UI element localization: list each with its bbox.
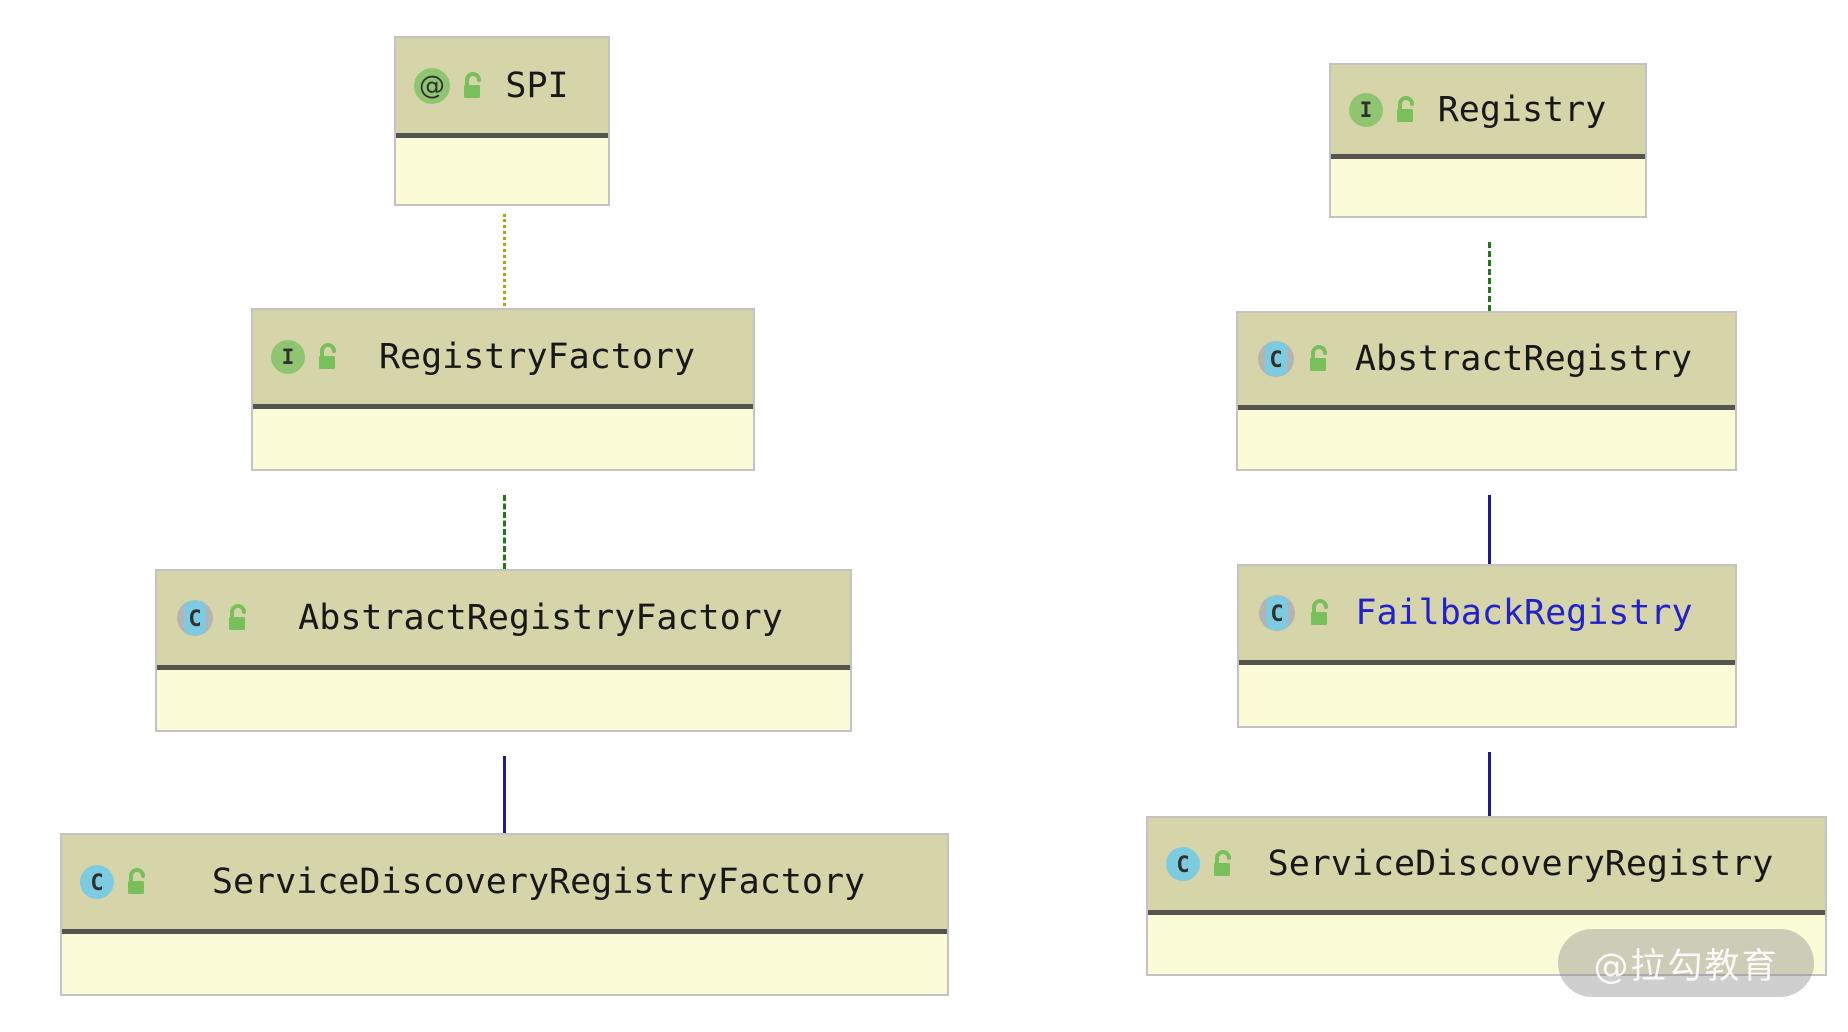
stereotype-icons: C xyxy=(173,598,253,638)
stereotype-icons: C xyxy=(1254,339,1334,379)
class-icon: C xyxy=(80,865,114,899)
class-box-abstract-registry[interactable]: C AbstractRegistry xyxy=(1236,311,1737,471)
class-name-label: RegistryFactory xyxy=(378,337,696,377)
class-box-members xyxy=(396,138,608,199)
annotation-icon: @ xyxy=(414,67,450,104)
stereotype-icons: I xyxy=(1347,91,1421,129)
class-box-members xyxy=(1331,159,1645,211)
class-box-header: C AbstractRegistryFactory xyxy=(157,571,850,670)
class-box-registry-factory[interactable]: I RegistryFactory xyxy=(251,308,755,471)
abstract-class-icon: C xyxy=(177,600,213,636)
unlocked-public-icon xyxy=(1311,599,1328,625)
interface-icon: I xyxy=(1349,92,1383,127)
class-box-header: @ SPI xyxy=(396,38,608,138)
connector-line xyxy=(503,495,506,569)
stereotype-icons: @ xyxy=(412,66,488,106)
svg-text:I: I xyxy=(282,345,295,369)
connector-line xyxy=(1488,752,1491,816)
class-box-abstract-registry-factory[interactable]: C AbstractRegistryFactory xyxy=(155,569,852,732)
abstract-class-icon: C xyxy=(1259,595,1295,631)
unlocked-public-icon xyxy=(1397,95,1414,122)
svg-text:C: C xyxy=(90,871,103,896)
svg-text:I: I xyxy=(1360,98,1373,122)
stereotype-icons: I xyxy=(269,338,343,376)
unlocked-public-icon xyxy=(128,868,145,894)
class-box-registry[interactable]: I Registry xyxy=(1329,63,1647,218)
class-name-label: AbstractRegistryFactory xyxy=(298,598,783,638)
connector-line xyxy=(1488,242,1491,311)
class-box-members xyxy=(1238,410,1735,464)
class-name-label: ServiceDiscoveryRegistryFactory xyxy=(211,862,866,902)
class-box-header: I Registry xyxy=(1331,65,1645,159)
stereotype-icons: C xyxy=(1255,593,1335,633)
class-box-service-discovery-registry-factory[interactable]: C ServiceDiscoveryRegistryFactory xyxy=(60,833,949,996)
unlocked-public-icon xyxy=(1214,850,1231,876)
class-box-failback-registry[interactable]: C FailbackRegistry xyxy=(1237,564,1737,728)
class-box-members xyxy=(1148,915,1825,969)
unlocked-public-icon xyxy=(229,604,246,630)
stereotype-icons: C xyxy=(1164,845,1238,883)
class-box-header: C ServiceDiscoveryRegistry xyxy=(1148,818,1825,915)
class-box-header: I RegistryFactory xyxy=(253,310,753,409)
stereotype-icons: C xyxy=(78,863,152,901)
svg-text:C: C xyxy=(1270,602,1283,627)
unlocked-public-icon xyxy=(319,343,336,369)
class-box-header: C AbstractRegistry xyxy=(1238,313,1735,410)
class-box-members xyxy=(253,409,753,464)
svg-text:C: C xyxy=(1176,853,1189,878)
interface-icon: I xyxy=(271,340,305,374)
class-name-label: FailbackRegistry xyxy=(1355,593,1693,633)
unlocked-public-icon xyxy=(1310,345,1327,371)
class-name-label: SPI xyxy=(505,65,569,106)
class-box-service-discovery-registry[interactable]: C ServiceDiscoveryRegistry xyxy=(1146,816,1827,976)
class-box-header: C FailbackRegistry xyxy=(1239,566,1735,665)
class-box-members xyxy=(157,670,850,725)
abstract-class-icon: C xyxy=(1258,341,1294,377)
svg-text:@: @ xyxy=(419,71,445,101)
class-box-members xyxy=(1239,665,1735,721)
class-name-label: Registry xyxy=(1437,89,1607,130)
class-box-header: C ServiceDiscoveryRegistryFactory xyxy=(62,835,947,934)
svg-text:C: C xyxy=(188,607,201,632)
class-box-spi[interactable]: @ SPI xyxy=(394,36,610,206)
connector-line xyxy=(1488,495,1491,564)
svg-text:C: C xyxy=(1269,348,1282,373)
class-box-members xyxy=(62,934,947,989)
connector-line xyxy=(503,756,506,833)
class-icon: C xyxy=(1166,847,1200,881)
connector-line xyxy=(503,214,506,306)
unlocked-public-icon xyxy=(464,71,481,98)
class-name-label: ServiceDiscoveryRegistry xyxy=(1267,844,1774,884)
class-name-label: AbstractRegistry xyxy=(1354,339,1693,379)
